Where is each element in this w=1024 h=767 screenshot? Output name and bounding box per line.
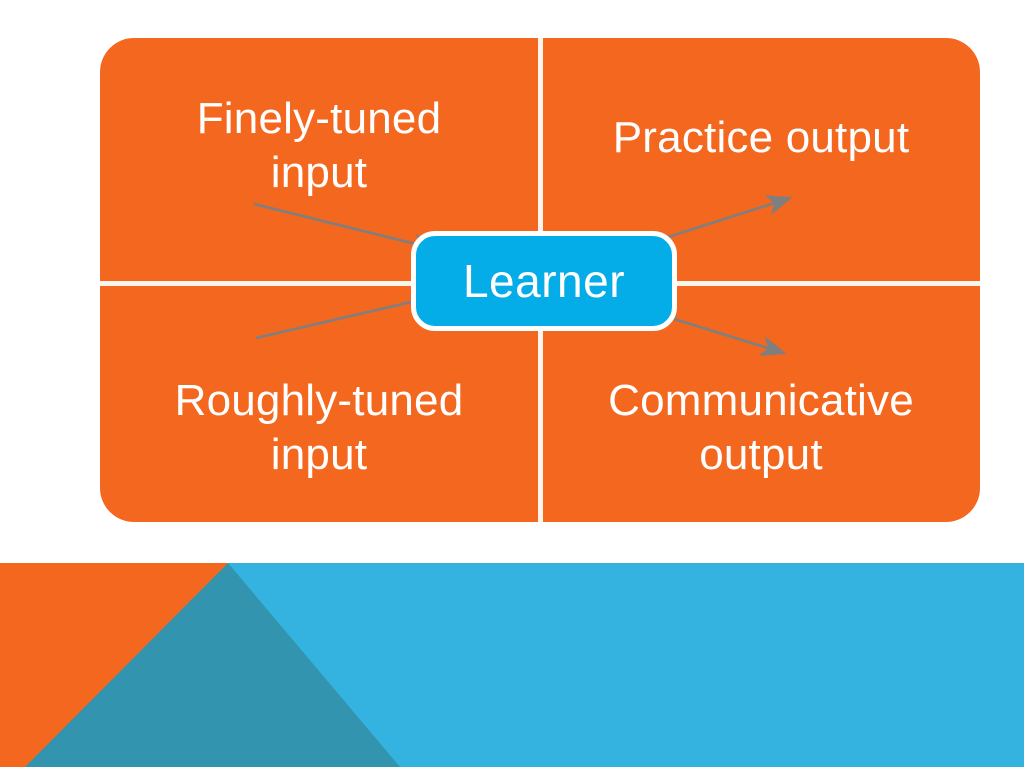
footer-band-shapes [0, 563, 1024, 767]
footer-orange-triangle [0, 563, 228, 767]
diagram-panel: Finely-tuned input Practice output Rough… [100, 38, 980, 522]
quadrant-label-communicative-output: Communicative output [608, 374, 914, 481]
quadrant-label-line-2: output [699, 429, 823, 479]
quadrant-label-line-1: Practice output [612, 112, 910, 162]
quadrant-label-practice-output: Practice output [613, 111, 910, 165]
learner-node-label: Learner [462, 255, 626, 307]
footer-decorative-band [0, 563, 1024, 767]
quadrant-practice-output[interactable]: Practice output [542, 38, 980, 281]
quadrant-roughly-tuned-input[interactable]: Roughly-tuned input [100, 285, 538, 522]
quadrant-label-line-2: input [270, 429, 368, 479]
quadrant-finely-tuned-input[interactable]: Finely-tuned input [100, 38, 538, 281]
quadrant-label-roughly-tuned-input: Roughly-tuned input [175, 374, 464, 481]
quadrant-label-line-2: input [270, 147, 368, 197]
quadrant-label-line-1: Roughly-tuned [174, 375, 464, 425]
quadrant-communicative-output[interactable]: Communicative output [542, 285, 980, 522]
quadrant-label-line-1: Communicative [608, 375, 914, 425]
quadrant-label-line-1: Finely-tuned [196, 93, 442, 143]
quadrant-label-finely-tuned-input: Finely-tuned input [197, 92, 442, 199]
learner-node[interactable]: Learner [411, 231, 677, 331]
